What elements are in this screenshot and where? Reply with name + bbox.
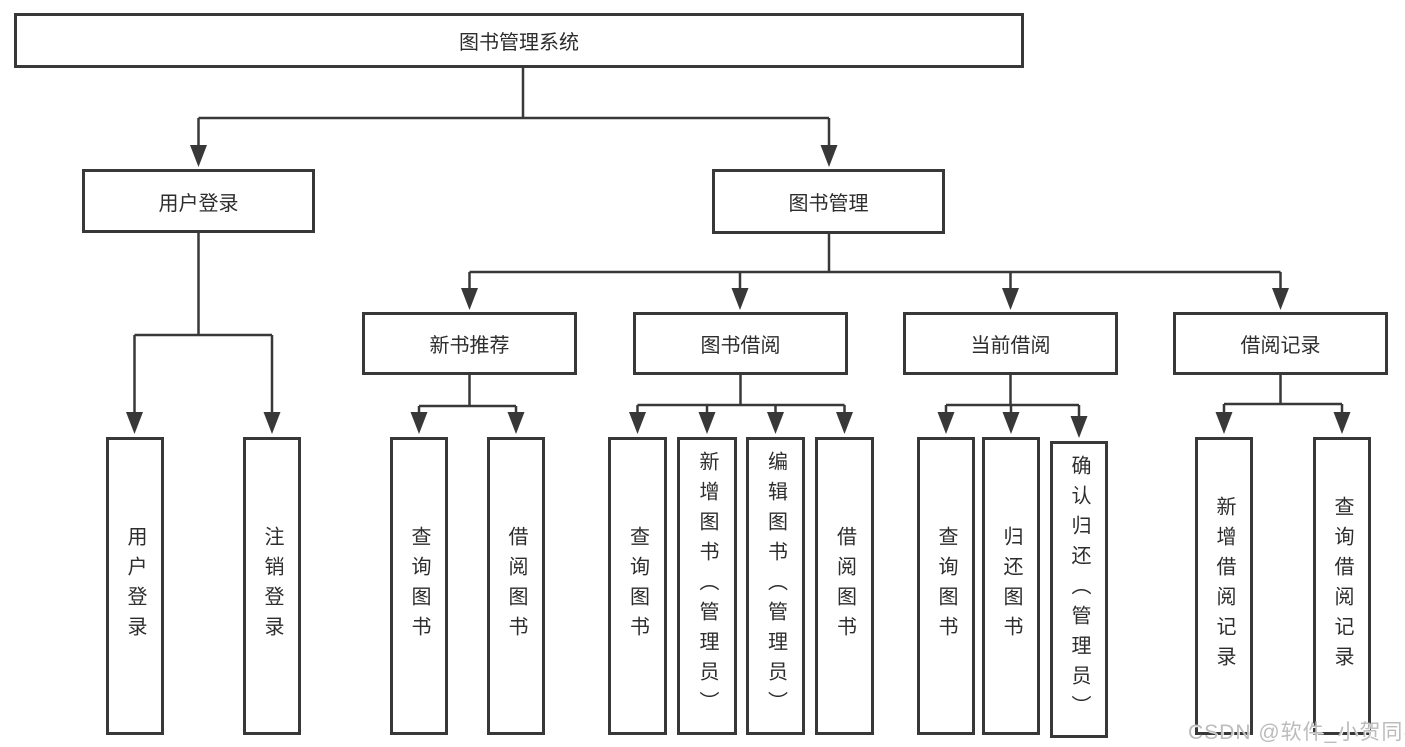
connector-newbooks-to-leaves: [410, 375, 525, 434]
node-new-book-recommend: 新书推荐: [362, 312, 577, 375]
node-label: 确认归还（管理员）: [1068, 454, 1090, 725]
node-borrowing-records: 借阅记录: [1173, 312, 1388, 375]
connector-records-to-leaves: [1215, 375, 1351, 434]
node-label: 查询图书: [935, 526, 957, 646]
leaf-current-return-books: 归还图书: [982, 437, 1040, 735]
node-root: 图书管理系统: [14, 13, 1024, 68]
leaf-borrow-query-books: 查询图书: [608, 437, 667, 735]
leaf-borrow-borrow-books: 借阅图书: [815, 437, 874, 735]
node-label: 查询借阅记录: [1331, 496, 1353, 676]
connector-bookborrow-to-leaves: [629, 375, 853, 434]
leaf-current-confirm-return-admin: 确认归还（管理员）: [1050, 441, 1108, 738]
node-book-borrowing: 图书借阅: [633, 312, 848, 375]
node-label: 图书管理: [788, 193, 869, 215]
node-label: 当前借阅: [970, 335, 1051, 357]
node-label: 编辑图书（管理员）: [764, 451, 787, 721]
leaf-borrow-add-books-admin: 新增图书（管理员）: [677, 437, 737, 735]
node-label: 查询图书: [408, 526, 430, 646]
leaf-logout: 注销登录: [243, 437, 301, 735]
node-label: 查询图书: [626, 526, 649, 646]
leaf-newbooks-query-books: 查询图书: [390, 437, 448, 735]
node-user-login: 用户登录: [82, 169, 315, 233]
node-book-management: 图书管理: [712, 169, 945, 234]
node-label: 图书借阅: [700, 335, 781, 357]
leaf-records-add-record: 新增借阅记录: [1195, 437, 1253, 735]
node-label: 新增图书（管理员）: [696, 451, 718, 721]
node-current-borrowing: 当前借阅: [903, 312, 1118, 375]
node-label: 借阅图书: [833, 526, 856, 646]
connector-root-to-level2: [190, 68, 838, 167]
node-label: 新增借阅记录: [1213, 496, 1235, 676]
leaf-records-query-record: 查询借阅记录: [1313, 437, 1371, 735]
connector-bookmgmt-to-level3: [461, 234, 1289, 310]
node-label: 借阅图书: [505, 526, 527, 646]
leaf-current-query-books: 查询图书: [917, 437, 975, 735]
leaf-user-login: 用户登录: [106, 437, 164, 735]
connector-userlogin-to-leaves: [126, 233, 281, 434]
node-label: 注销登录: [261, 526, 283, 646]
node-label: 借阅记录: [1240, 335, 1321, 357]
node-label: 图书管理系统: [459, 32, 579, 54]
node-label: 新书推荐: [429, 335, 510, 357]
connector-currentborrow-to-leaves: [937, 375, 1088, 438]
node-label: 用户登录: [124, 526, 146, 646]
node-label: 用户登录: [158, 192, 239, 215]
watermark: CSDN @软件_小贺同学: [1188, 721, 1405, 744]
leaf-borrow-edit-books-admin: 编辑图书（管理员）: [746, 437, 805, 735]
node-label: 归还图书: [1000, 526, 1022, 646]
leaf-newbooks-borrow-books: 借阅图书: [487, 437, 545, 735]
